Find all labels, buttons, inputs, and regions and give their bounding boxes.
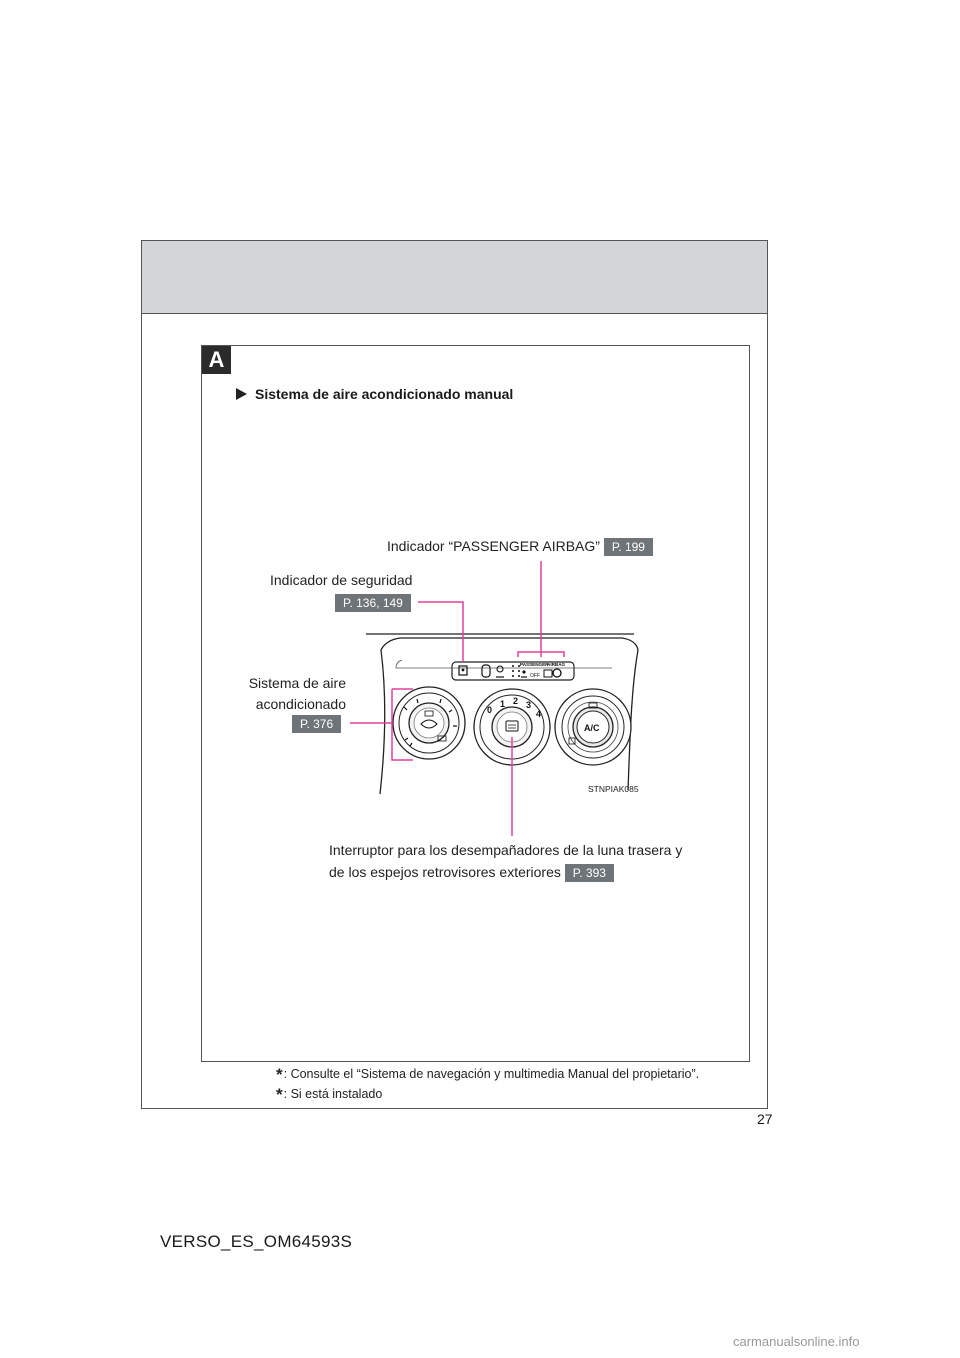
defog-callout-line2: de los espejos retrovisores exteriores [329, 864, 561, 880]
section-panel [201, 345, 750, 1062]
section-badge: A [202, 346, 231, 374]
security-callout-label: Indicador de seguridad [270, 572, 413, 588]
watermark: carmanualsonline.info [733, 1334, 860, 1349]
dots-icon [512, 665, 520, 677]
seatbelt-icon [481, 664, 504, 678]
footnote-2-text: : Si está instalado [283, 1087, 383, 1101]
footnote-2: *: Si está instalado [276, 1085, 382, 1105]
document-code: VERSO_ES_OM64593S [160, 1232, 353, 1251]
callout-leader-lines [350, 561, 565, 836]
airbag-text: AIRBAG [547, 662, 566, 667]
defog-page-ref[interactable]: P. 393 [564, 864, 614, 883]
security-page-ref[interactable]: P. 136, 149 [335, 594, 411, 612]
defog-callout: de los espejos retrovisores exteriores P… [329, 862, 614, 883]
ac-callout-line1: Sistema de aire [248, 675, 346, 691]
airbag-person-icon [521, 670, 527, 678]
ac-page-ref[interactable]: P. 376 [292, 715, 342, 733]
passenger-text: PASSENGER [520, 662, 549, 667]
header-band [141, 240, 768, 314]
page-number: 27 [757, 1111, 773, 1127]
image-code: STNPIAK085 [588, 784, 639, 794]
fan-speed-2: 2 [513, 696, 518, 706]
ac-knob: A/C [554, 688, 632, 766]
airbag-page-ref[interactable]: P. 199 [603, 538, 653, 557]
security-indicator-icon [458, 665, 468, 676]
fan-speed-0: 0 [487, 705, 492, 715]
footnote-2-mark: * [276, 1085, 283, 1104]
section-title: Sistema de aire acondicionado manual [236, 386, 513, 402]
airbag-callout-label: Indicador “PASSENGER AIRBAG” [387, 538, 600, 554]
triangle-bullet-icon [236, 388, 247, 400]
off-text: OFF [530, 673, 540, 679]
section-title-text: Sistema de aire acondicionado manual [255, 386, 514, 402]
airbag-callout: Indicador “PASSENGER AIRBAG” P. 199 [387, 536, 653, 557]
fan-speed-4: 4 [536, 709, 541, 719]
footnote-1: *: Consulte el “Sistema de navegación y … [276, 1065, 699, 1085]
fan-speed-knob: 0 1 2 3 4 [473, 688, 551, 766]
footnote-1-mark: * [276, 1065, 283, 1084]
fan-speed-1: 1 [500, 699, 505, 709]
fan-speed-3: 3 [526, 700, 531, 710]
footnote-1-text: : Consulte el “Sistema de navegación y m… [283, 1067, 700, 1081]
left-control-knob [392, 686, 466, 760]
defog-callout-line1: Interruptor para los desempañadores de l… [329, 842, 683, 858]
ac-knob-label: A/C [584, 723, 600, 733]
ac-callout-line2: acondicionado [255, 696, 346, 712]
